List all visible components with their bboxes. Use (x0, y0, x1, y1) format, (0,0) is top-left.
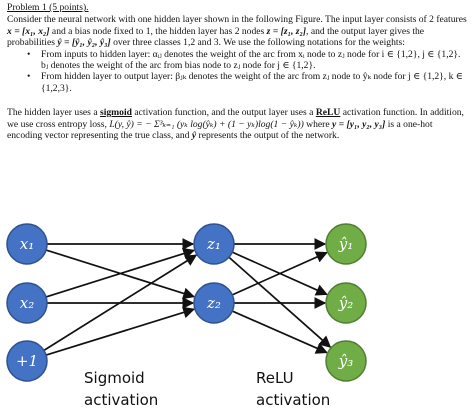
hidden-node-1-circle (193, 223, 235, 265)
output-node-3-label: ŷ₃ (338, 352, 354, 370)
hidden-caption-line-1: Sigmoid (84, 369, 145, 387)
intro-text-4: over three classes 1,2 and 3. We use the… (110, 37, 405, 49)
intro-text-1: Consider the neural network with one hid… (7, 14, 467, 26)
relu-term: ReLU (315, 107, 341, 119)
activation-text-e: is a one-hot encoding vector representin… (7, 118, 433, 142)
notation-list: From inputs to hidden layer: αᵢⱼ denotes… (7, 49, 469, 95)
hidden-caption-line-2: activation (84, 391, 158, 409)
output-caption-line-2: activation (256, 391, 330, 409)
edge-input-3-hidden-1 (43, 254, 198, 352)
activation-text-f: represents the output of the network. (196, 130, 340, 142)
output-node-3: ŷ₃ (325, 340, 367, 382)
output-node-1-label: ŷ₁ (338, 235, 354, 253)
input-node-1-label: x₁ (20, 235, 34, 253)
edge-hidden-2-output-1 (231, 251, 328, 296)
intro-math-z: z = [z₁, z₂] (266, 25, 307, 37)
notation-item-input-hidden: From inputs to hidden layer: αᵢⱼ denotes… (27, 49, 469, 72)
activation-text-b: activation function, and the output laye… (131, 107, 316, 119)
activation-text-a: The hidden layer uses a (7, 107, 100, 119)
input-node-1: x₁ (6, 223, 48, 265)
activation-text-d: where (303, 118, 332, 130)
output-caption-line-1: ReLU (256, 369, 294, 387)
network-edges (43, 238, 332, 356)
input-node-3-circle (6, 340, 48, 382)
output-node-2: ŷ₂ (325, 282, 367, 324)
yhat-symbol: ŷ (191, 130, 197, 142)
output-node-2-circle (325, 282, 367, 324)
network-nodes: x₁ x₂ +1 z₁ z₂ ŷ₁ ŷ₂ ŷ₃ (6, 223, 367, 382)
onehot-vector: y = [y₁, y₂, y₃] (332, 118, 386, 130)
input-node-2-label: x₂ (20, 294, 34, 312)
activation-text-c: activation function. In addition, we use… (7, 107, 464, 130)
hidden-node-2-circle (193, 282, 235, 324)
hidden-node-1: z₁ (193, 223, 235, 265)
sigmoid-term: sigmoid (99, 107, 132, 119)
output-node-1: ŷ₁ (325, 223, 367, 265)
intro-text-2: and a bias node fixed to 1, the hidden l… (49, 25, 267, 37)
output-node-3-circle (325, 340, 367, 382)
input-node-1-circle (6, 223, 48, 265)
intro-math-x: x = [x₁, x₂] (7, 25, 50, 37)
intro-text-3: , and the output layer gives the probabi… (7, 25, 425, 49)
intro-math-yhat: ŷ = [ŷ₁, ŷ₂, ŷ₃] (57, 37, 111, 49)
intro-paragraph: Consider the neural network with one hid… (7, 14, 469, 48)
network-diagram: x₁ x₂ +1 z₁ z₂ ŷ₁ ŷ₂ ŷ₃ Sigmoid activation ReLU… (6, 223, 367, 409)
hidden-node-2: z₂ (193, 282, 235, 324)
output-node-1-circle (325, 223, 367, 265)
input-node-3: +1 (6, 340, 48, 382)
input-node-2-circle (6, 282, 48, 324)
edge-input-3-hidden-2 (45, 306, 196, 356)
output-node-2-label: ŷ₂ (338, 294, 354, 312)
input-node-3-label: +1 (16, 352, 38, 370)
notation-item-hidden-output: From hidden layer to output layer: βⱼₖ d… (27, 71, 469, 94)
hidden-node-2-label: z₂ (206, 294, 221, 312)
activation-paragraph: The hidden layer uses a sigmoid activati… (7, 107, 469, 141)
problem-text: Problem 1 (5 points). Consider the neura… (7, 2, 469, 141)
problem-title: Problem 1 (5 points). (7, 2, 89, 13)
edge-hidden-2-output-3 (231, 310, 328, 354)
loss-formula: L(y, ŷ) = − Σ³ₖ₌₁ (yₖ log(ŷₖ) + (1 − yₖ)… (109, 118, 304, 130)
edge-input-2-hidden-1 (45, 247, 196, 298)
input-node-2: x₂ (6, 282, 48, 324)
hidden-node-1-label: z₁ (206, 235, 221, 253)
